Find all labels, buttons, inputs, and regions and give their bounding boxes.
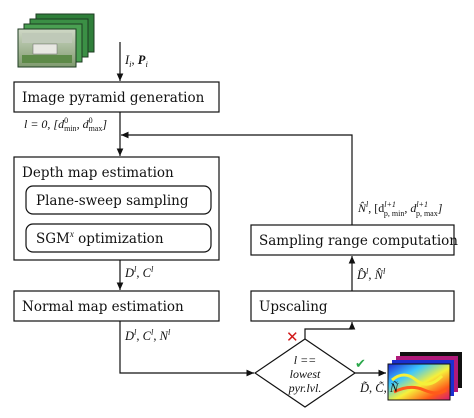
decision-line-2: lowest — [290, 367, 321, 381]
normal-estimation-label: Normal map estimation — [22, 299, 184, 315]
edge-label-input: Ii, Pi — [124, 53, 148, 69]
depth-estimation-label: Depth map estimation — [22, 165, 174, 181]
output-maps-stack-icon — [387, 352, 462, 401]
edge-label-depth-conf: Dl, Cl — [124, 264, 154, 280]
sgm-optimization-label: SGMx optimization — [36, 229, 164, 247]
arrow-decision-to-upscaling — [304, 322, 356, 339]
arrow-range-to-depth-loop — [121, 131, 353, 225]
sgm-optimization-box — [25, 223, 212, 253]
normal-estimation-box — [13, 290, 220, 322]
upscaling-box — [250, 290, 455, 322]
arrow-normal-to-decision — [119, 321, 254, 377]
yes-check-icon: ✔ — [355, 357, 366, 372]
plane-sweep-label: Plane-sweep sampling — [36, 193, 189, 209]
upscaling-label: Upscaling — [259, 299, 328, 315]
edge-label-upscaled: D̂l, N̂l — [356, 266, 386, 282]
no-cross-icon: ✕ — [286, 328, 299, 346]
decision-diamond — [253, 338, 357, 408]
plane-sweep-box — [25, 185, 212, 215]
image-pyramid-box — [13, 81, 220, 113]
decision-line-3: pyr.lvl. — [288, 381, 322, 395]
sampling-range-box — [250, 224, 455, 256]
edge-label-final: D̃, C̃, Ñ — [359, 381, 399, 395]
decision-line-1: l == — [294, 353, 317, 367]
edge-label-depth-conf-normal: Dl, Cl, Nl — [124, 327, 171, 343]
input-images-stack-icon — [17, 13, 95, 68]
sampling-range-label: Sampling range computation — [259, 233, 458, 249]
image-pyramid-label: Image pyramid generation — [22, 90, 205, 106]
